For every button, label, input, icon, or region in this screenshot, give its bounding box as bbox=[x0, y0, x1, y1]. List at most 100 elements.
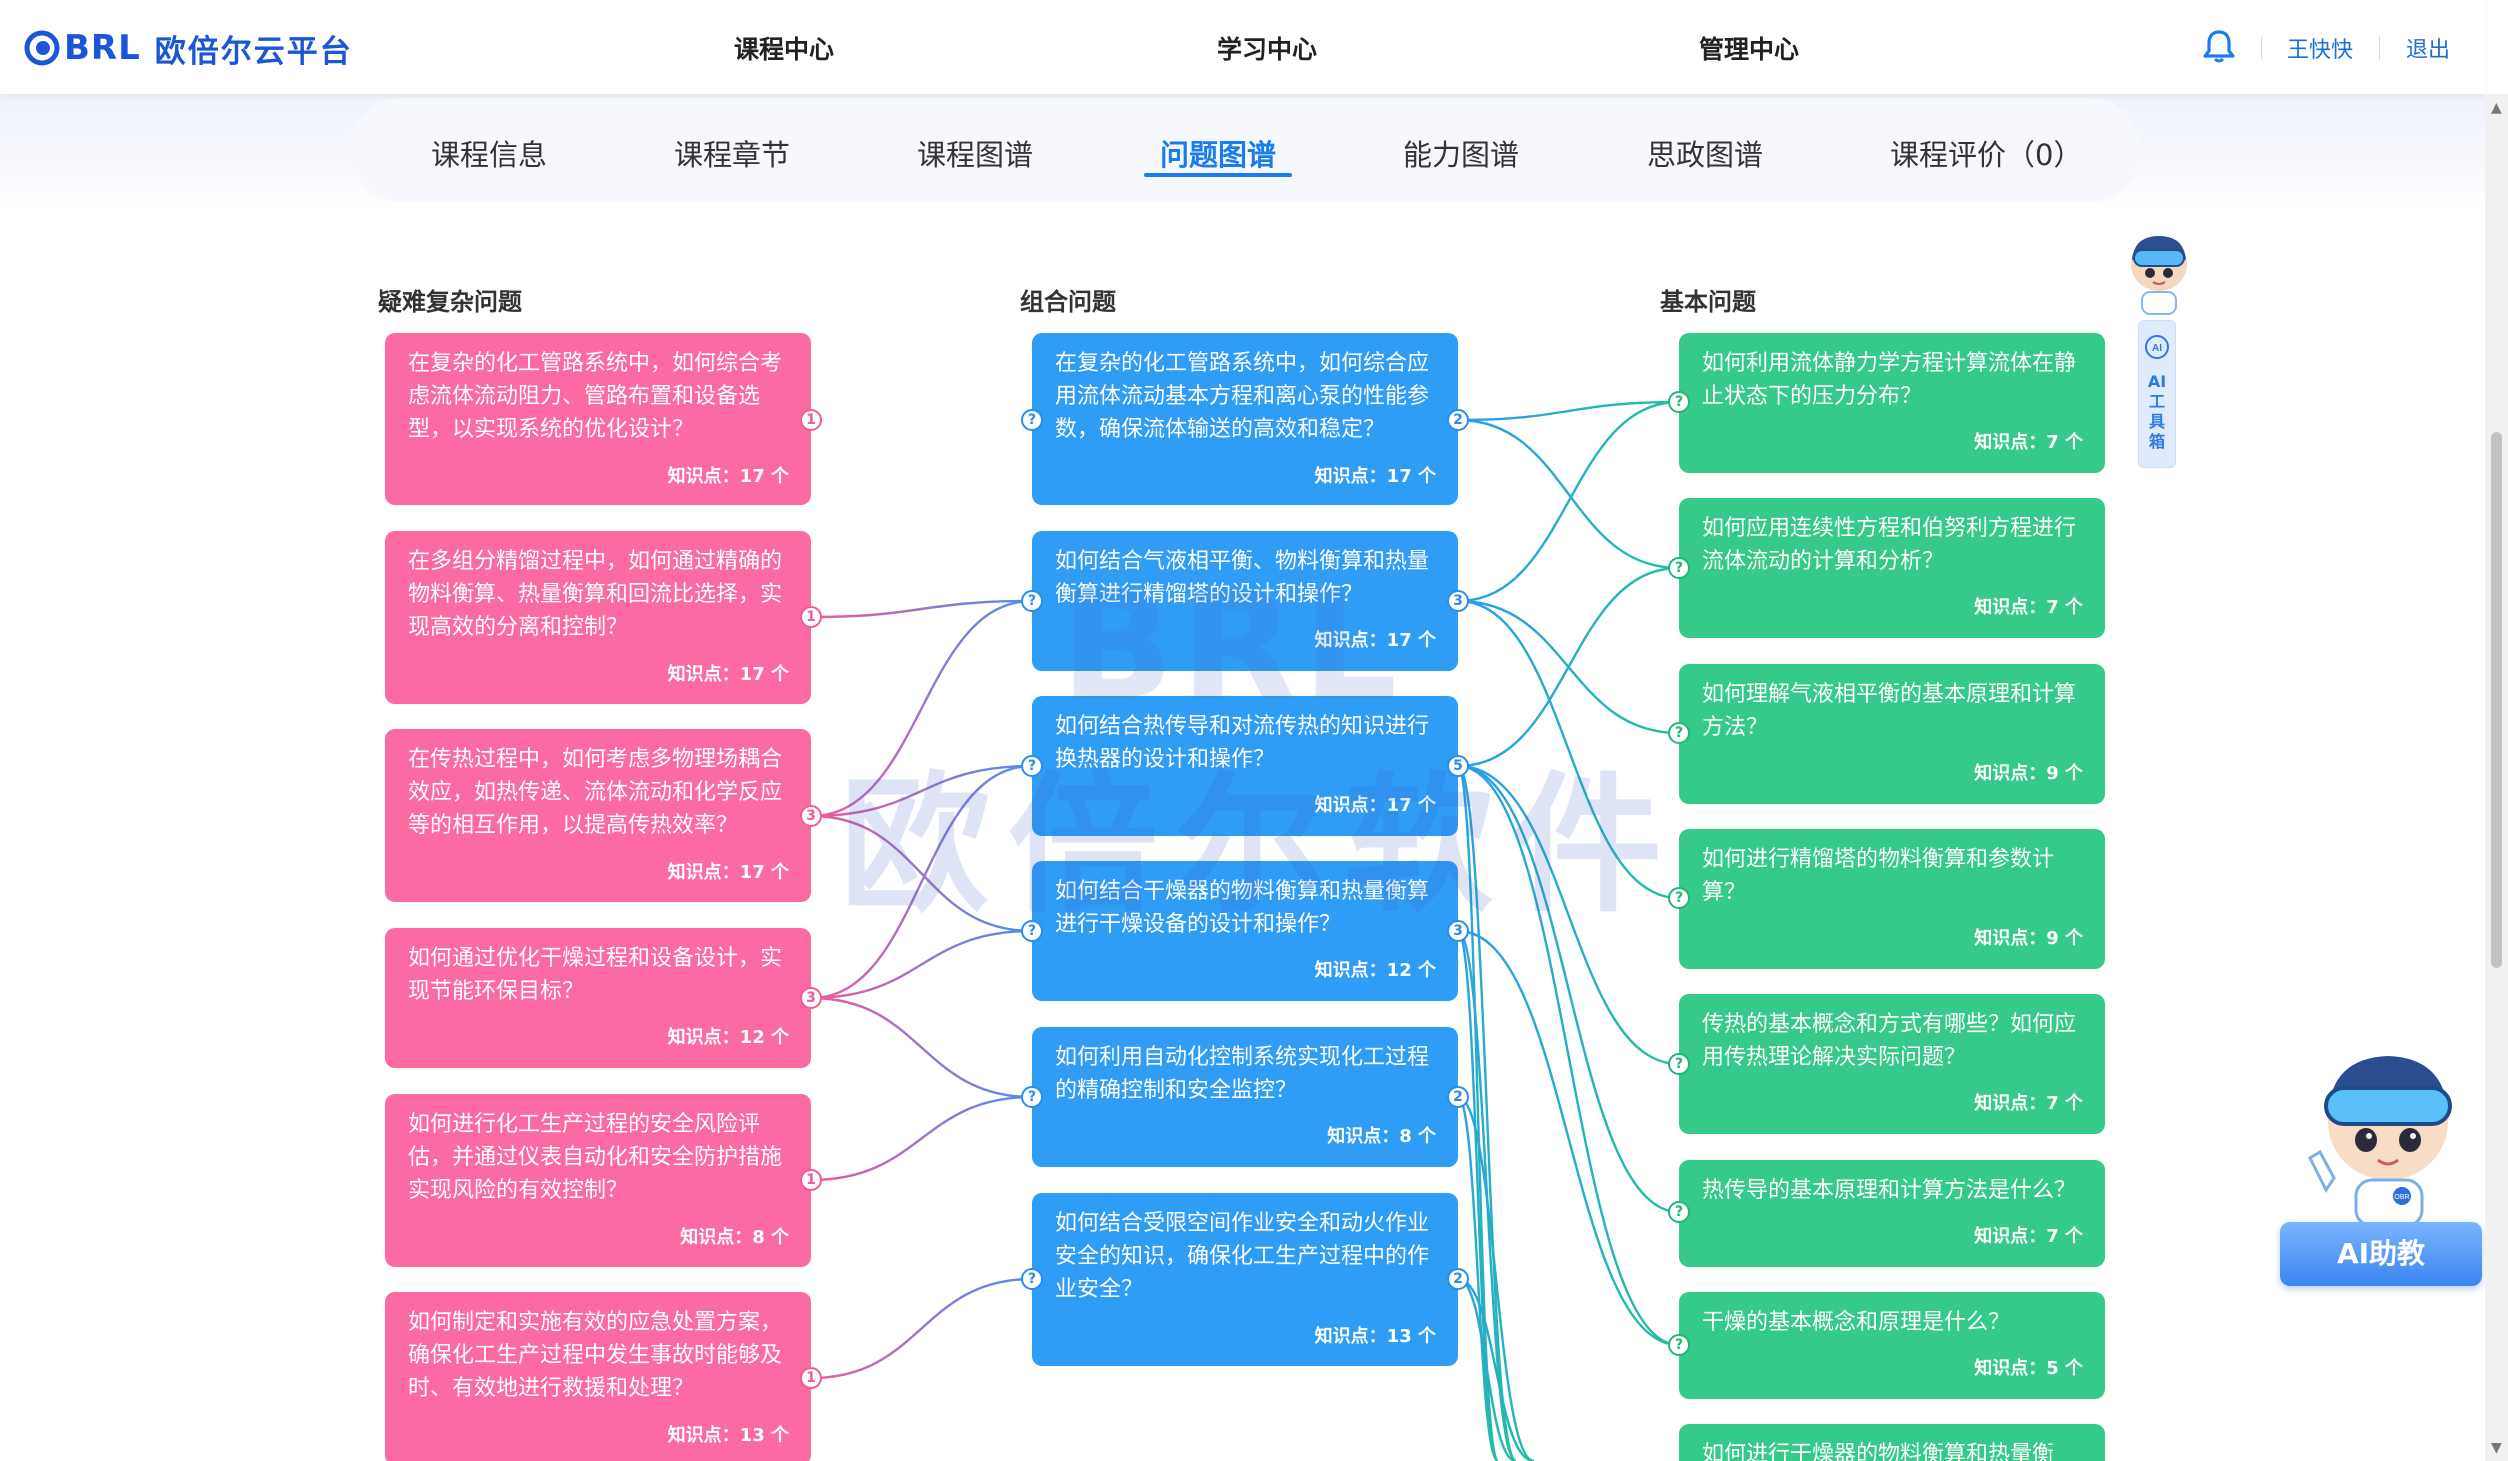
combined-problem-card[interactable]: 如何结合热传导和对流传热的知识进行换热器的设计和操作？ 知识点：17 个 bbox=[1032, 696, 1458, 836]
divider bbox=[2261, 36, 2262, 60]
link-count-badge: 1 bbox=[800, 1367, 822, 1389]
knowledge-count: 知识点：17 个 bbox=[1314, 466, 1436, 487]
complex-problem-card[interactable]: 在传热过程中，如何考虑多物理场耦合效应，如热传递、流体流动和化学反应等的相互作用… bbox=[385, 729, 811, 902]
question-badge: ? bbox=[1668, 1053, 1690, 1075]
tab-problem-graph[interactable]: 问题图谱 bbox=[1160, 138, 1277, 172]
bell-icon[interactable] bbox=[2202, 28, 2236, 64]
question-text: 干燥的基本概念和原理是什么？ bbox=[1702, 1310, 2011, 1335]
column-title-combined: 组合问题 bbox=[1020, 288, 1116, 316]
ai-icon: AI bbox=[2145, 335, 2169, 359]
scroll-down-arrow-icon[interactable]: ▼ bbox=[2491, 1440, 2502, 1456]
basic-problem-card[interactable]: 传热的基本概念和方式有哪些？如何应用传热理论解决实际问题？ 知识点：7 个 bbox=[1679, 994, 2105, 1134]
knowledge-count: 知识点：12 个 bbox=[1314, 960, 1436, 981]
tab-ideology-graph[interactable]: 思政图谱 bbox=[1647, 138, 1764, 172]
tab-course-chapters[interactable]: 课程章节 bbox=[674, 138, 791, 172]
tab-course-graph[interactable]: 课程图谱 bbox=[917, 138, 1034, 172]
combined-problem-card[interactable]: 如何利用自动化控制系统实现化工过程的精确控制和安全监控？ 知识点：8 个 bbox=[1032, 1027, 1458, 1167]
question-badge: ? bbox=[1668, 557, 1690, 579]
question-text: 在复杂的化工管路系统中，如何综合应用流体流动基本方程和离心泵的性能参数，确保流体… bbox=[1055, 351, 1430, 442]
column-title-basic: 基本问题 bbox=[1660, 288, 1756, 316]
link-count-badge: 2 bbox=[1447, 1086, 1469, 1108]
question-text: 如何通过优化干燥过程和设备设计，实现节能环保目标？ bbox=[408, 946, 783, 1004]
tab-ability-graph[interactable]: 能力图谱 bbox=[1403, 138, 1520, 172]
knowledge-count: 知识点：13 个 bbox=[667, 1425, 789, 1446]
ai-toolbox-label: AI工具箱 bbox=[2147, 372, 2167, 451]
logo-mark: BRL bbox=[22, 28, 141, 68]
combined-problem-card[interactable]: 如何结合气液相平衡、物料衡算和热量衡算进行精馏塔的设计和操作？ 知识点：17 个 bbox=[1032, 531, 1458, 671]
question-text: 如何结合热传导和对流传热的知识进行换热器的设计和操作？ bbox=[1055, 714, 1430, 772]
knowledge-count: 知识点：17 个 bbox=[1314, 795, 1436, 816]
complex-problem-card[interactable]: 在多组分精馏过程中，如何通过精确的物料衡算、热量衡算和回流比选择，实现高效的分离… bbox=[385, 531, 811, 704]
question-badge: ? bbox=[1021, 409, 1043, 431]
knowledge-count: 知识点：12 个 bbox=[667, 1027, 789, 1048]
robot-badge-text: OBR bbox=[2394, 1194, 2409, 1201]
question-text: 如何进行化工生产过程的安全风险评估，并通过仪表自动化和安全防护措施实现风险的有效… bbox=[408, 1112, 783, 1203]
combined-problem-card[interactable]: 在复杂的化工管路系统中，如何综合应用流体流动基本方程和离心泵的性能参数，确保流体… bbox=[1032, 333, 1458, 505]
knowledge-count: 知识点：7 个 bbox=[1974, 432, 2083, 453]
nav-management-center[interactable]: 管理中心 bbox=[1699, 35, 1800, 64]
question-badge: ? bbox=[1021, 920, 1043, 942]
question-text: 如何制定和实施有效的应急处置方案，确保化工生产过程中发生事故时能够及时、有效地进… bbox=[408, 1310, 783, 1401]
link-count-badge: 1 bbox=[800, 1169, 822, 1191]
platform-logo[interactable]: BRL 欧倍尔云平台 bbox=[22, 26, 353, 70]
knowledge-count: 知识点：9 个 bbox=[1974, 928, 2083, 949]
knowledge-count: 知识点：17 个 bbox=[667, 466, 789, 487]
course-tabs bbox=[350, 98, 2140, 202]
question-badge: ? bbox=[1021, 755, 1043, 777]
question-badge: ? bbox=[1668, 1334, 1690, 1356]
knowledge-count: 知识点：7 个 bbox=[1974, 1093, 2083, 1114]
question-text: 如何进行干燥器的物料衡算和热量衡 bbox=[1702, 1442, 2055, 1461]
knowledge-count: 知识点：17 个 bbox=[667, 664, 789, 685]
basic-problem-card[interactable]: 如何进行干燥器的物料衡算和热量衡 bbox=[1679, 1424, 2105, 1461]
question-badge: ? bbox=[1021, 590, 1043, 612]
question-badge: ? bbox=[1668, 722, 1690, 744]
scrollbar-thumb[interactable] bbox=[2491, 432, 2502, 968]
question-text: 如何结合干燥器的物料衡算和热量衡算进行干燥设备的设计和操作？ bbox=[1055, 879, 1430, 937]
question-text: 热传导的基本原理和计算方法是什么？ bbox=[1702, 1178, 2077, 1203]
complex-problem-card[interactable]: 在复杂的化工管路系统中，如何综合考虑流体流动阻力、管路布置和设备选型，以实现系统… bbox=[385, 333, 811, 505]
basic-problem-card[interactable]: 如何进行精馏塔的物料衡算和参数计算？ 知识点：9 个 bbox=[1679, 829, 2105, 969]
link-count-badge: 3 bbox=[1447, 920, 1469, 942]
link-count-badge: 3 bbox=[800, 987, 822, 1009]
knowledge-count: 知识点：13 个 bbox=[1314, 1326, 1436, 1347]
logout-link[interactable]: 退出 bbox=[2406, 38, 2451, 63]
nav-course-center[interactable]: 课程中心 bbox=[734, 35, 835, 64]
link-count-badge: 2 bbox=[1447, 1268, 1469, 1290]
basic-problem-card[interactable]: 热传导的基本原理和计算方法是什么？ 知识点：7 个 bbox=[1679, 1160, 2105, 1267]
divider bbox=[2379, 36, 2380, 60]
scroll-up-arrow-icon[interactable]: ▲ bbox=[2491, 100, 2502, 116]
question-text: 在传热过程中，如何考虑多物理场耦合效应，如热传递、流体流动和化学反应等的相互作用… bbox=[408, 747, 783, 838]
ai-assistant-button[interactable]: AI助教 bbox=[2280, 1222, 2482, 1286]
combined-problem-card[interactable]: 如何结合干燥器的物料衡算和热量衡算进行干燥设备的设计和操作？ 知识点：12 个 bbox=[1032, 861, 1458, 1001]
user-name-link[interactable]: 王快快 bbox=[2287, 38, 2354, 63]
question-text: 如何利用自动化控制系统实现化工过程的精确控制和安全监控？ bbox=[1055, 1045, 1430, 1103]
tab-course-info[interactable]: 课程信息 bbox=[431, 138, 548, 172]
complex-problem-card[interactable]: 如何进行化工生产过程的安全风险评估，并通过仪表自动化和安全防护措施实现风险的有效… bbox=[385, 1094, 811, 1267]
complex-problem-card[interactable]: 如何通过优化干燥过程和设备设计，实现节能环保目标？ 知识点：12 个 bbox=[385, 928, 811, 1068]
ai-toolbox[interactable]: AI AI工具箱 bbox=[2120, 230, 2192, 470]
basic-problem-card[interactable]: 如何利用流体静力学方程计算流体在静止状态下的压力分布？ 知识点：7 个 bbox=[1679, 333, 2105, 473]
basic-problem-card[interactable]: 如何理解气液相平衡的基本原理和计算方法？ 知识点：9 个 bbox=[1679, 664, 2105, 804]
ai-toolbox-bar[interactable] bbox=[2138, 320, 2176, 468]
basic-problem-card[interactable]: 如何应用连续性方程和伯努利方程进行流体流动的计算和分析？ 知识点：7 个 bbox=[1679, 498, 2105, 638]
basic-problem-card[interactable]: 干燥的基本概念和原理是什么？ 知识点：5 个 bbox=[1679, 1292, 2105, 1399]
ai-assistant[interactable]: OBR AI助教 bbox=[2276, 1040, 2486, 1290]
question-text: 如何结合气液相平衡、物料衡算和热量衡算进行精馏塔的设计和操作？ bbox=[1055, 549, 1430, 607]
question-badge: ? bbox=[1668, 1201, 1690, 1223]
knowledge-count: 知识点：7 个 bbox=[1974, 1226, 2083, 1247]
question-text: 如何进行精馏塔的物料衡算和参数计算？ bbox=[1702, 847, 2055, 905]
question-text: 在复杂的化工管路系统中，如何综合考虑流体流动阻力、管路布置和设备选型，以实现系统… bbox=[408, 351, 783, 442]
complex-problem-card[interactable]: 如何制定和实施有效的应急处置方案，确保化工生产过程中发生事故时能够及时、有效地进… bbox=[385, 1292, 811, 1461]
tab-course-review[interactable]: 课程评价（0） bbox=[1890, 138, 2083, 172]
question-badge: ? bbox=[1021, 1086, 1043, 1108]
link-count-badge: 3 bbox=[1447, 590, 1469, 612]
nav-study-center[interactable]: 学习中心 bbox=[1217, 35, 1318, 64]
link-count-badge: 1 bbox=[800, 606, 822, 628]
question-badge: ? bbox=[1668, 887, 1690, 909]
knowledge-count: 知识点：9 个 bbox=[1974, 763, 2083, 784]
combined-problem-card[interactable]: 如何结合受限空间作业安全和动火作业安全的知识，确保化工生产过程中的作业安全？ 知… bbox=[1032, 1193, 1458, 1366]
question-text: 传热的基本概念和方式有哪些？如何应用传热理论解决实际问题？ bbox=[1702, 1012, 2077, 1070]
knowledge-count: 知识点：8 个 bbox=[1327, 1126, 1436, 1147]
question-text: 如何利用流体静力学方程计算流体在静止状态下的压力分布？ bbox=[1702, 351, 2077, 409]
